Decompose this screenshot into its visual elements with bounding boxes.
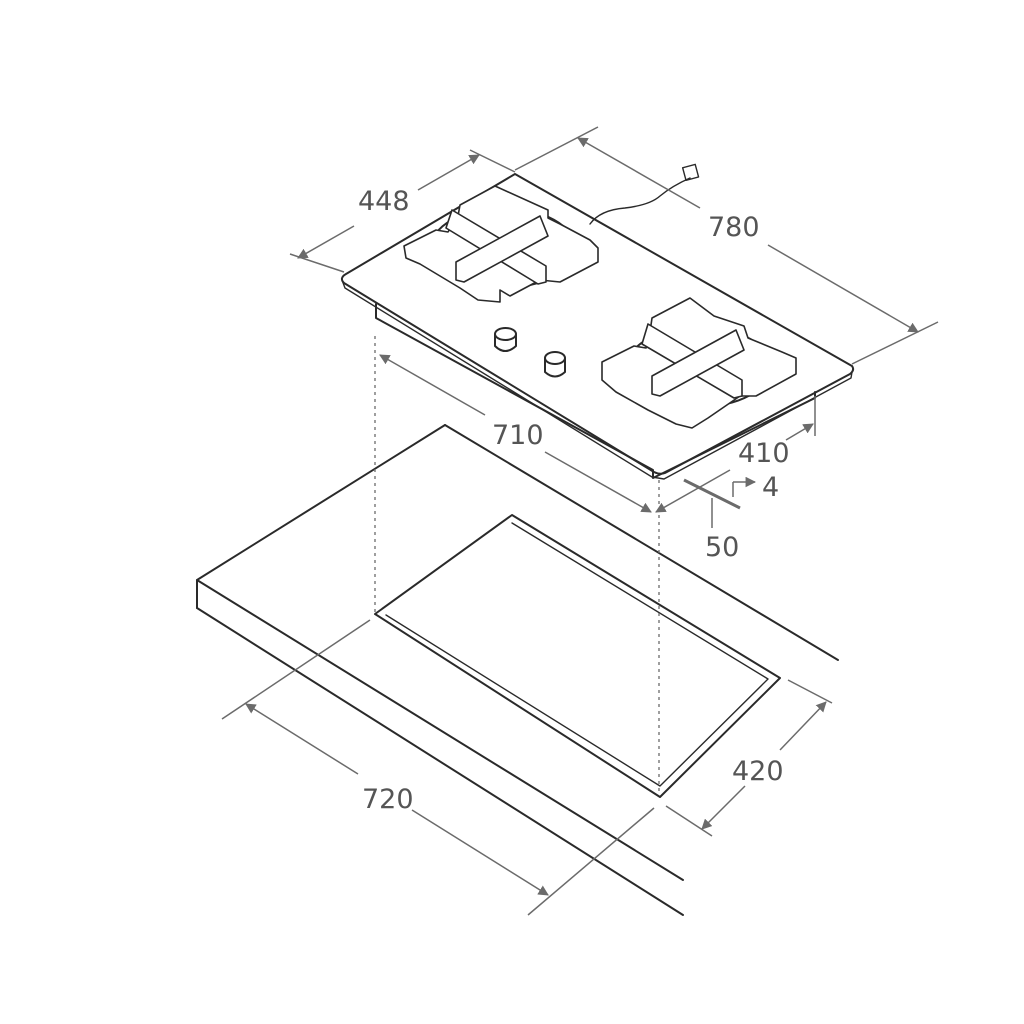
dimension-448: 448 [289,149,516,273]
projection-lines [374,336,660,795]
dimension-50-label: 50 [705,532,739,563]
power-cable [589,163,700,225]
dimension-410: 410 [655,396,816,513]
left-burner [403,185,599,303]
control-knob-right [544,351,566,378]
dimension-4: 4 [683,472,779,510]
glass-top-plate [340,173,855,475]
dimension-410-label: 410 [738,438,790,469]
dimension-710: 710 [379,354,652,513]
dimension-448-label: 448 [358,186,410,217]
dimension-710-label: 710 [492,420,544,451]
right-burner [601,297,797,429]
dimension-420: 420 [665,679,833,837]
dimension-50: 50 [705,498,739,563]
dimension-4-label: 4 [762,472,779,503]
dimension-780-label: 780 [708,212,760,243]
countertop-cutout [374,514,781,798]
dimension-420-label: 420 [732,756,784,787]
countertop [196,424,839,916]
dimension-720: 720 [221,619,655,916]
dimension-720-label: 720 [362,784,414,815]
control-knob-left [494,327,517,352]
gas-hob [340,163,855,480]
dimension-780: 780 [514,126,939,365]
